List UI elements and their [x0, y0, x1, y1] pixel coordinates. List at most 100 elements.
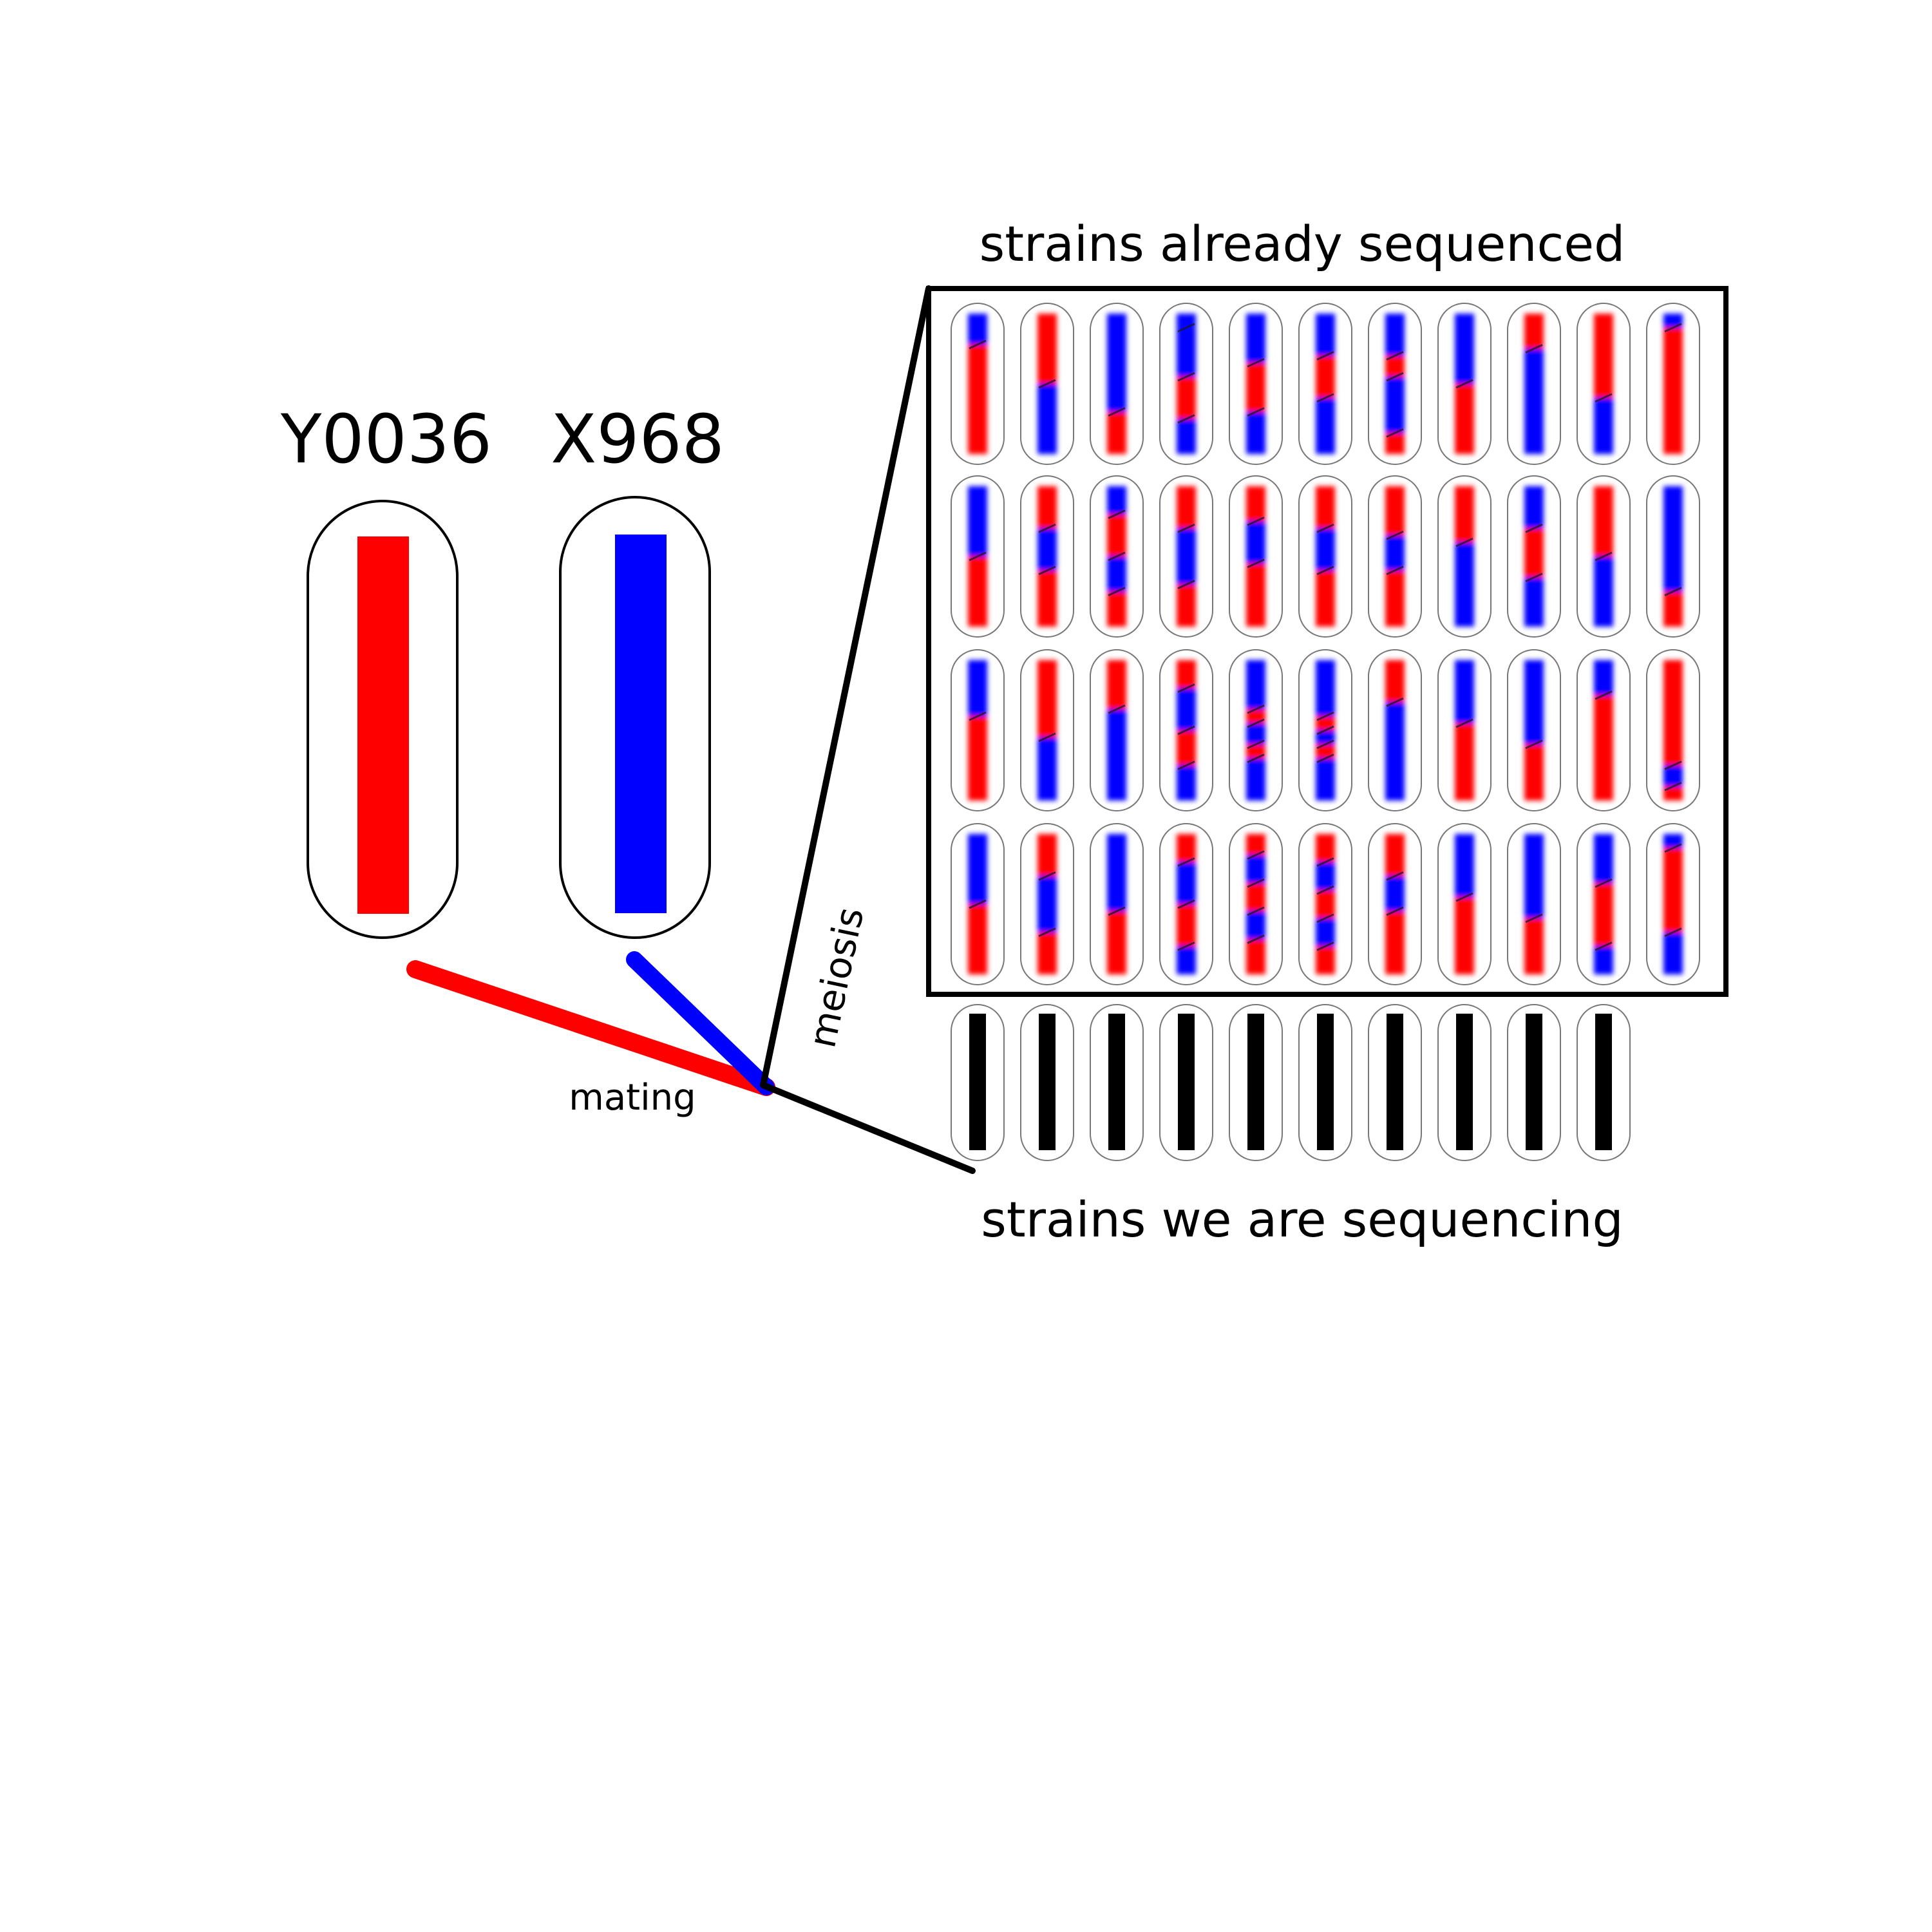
- recombinant-chromosome: [1107, 486, 1126, 627]
- crossover-mark: [1316, 942, 1334, 951]
- crossover-mark: [1455, 718, 1473, 728]
- recombinant-chromosome: [1246, 834, 1265, 974]
- sequenced-strain-cell: [1298, 475, 1352, 638]
- sequenced-strain-cell: [1577, 823, 1631, 985]
- crossover-mark: [1664, 927, 1682, 937]
- crossover-mark: [1247, 357, 1265, 368]
- sequenced-strain-cell: [1646, 303, 1700, 465]
- crossover-mark: [1108, 407, 1126, 417]
- sequenced-strain-cell: [951, 823, 1005, 985]
- sequenced-strain-cell: [1298, 649, 1352, 811]
- sequenced-strain-cell: [1020, 475, 1074, 638]
- already-sequenced-title: strains already sequenced: [980, 215, 1625, 272]
- sequenced-strain-cell: [1229, 475, 1283, 638]
- new-strain-cell: [1368, 1004, 1422, 1161]
- crossover-mark: [1247, 558, 1265, 569]
- sequencing-title: strains we are sequencing: [981, 1191, 1623, 1248]
- recombinant-chromosome: [1524, 834, 1544, 974]
- crossover-mark: [1108, 704, 1126, 714]
- crossover-mark: [1177, 725, 1195, 735]
- recombinant-chromosome: [1037, 486, 1057, 627]
- crossover-mark: [1108, 509, 1126, 519]
- parent-chromosome-red: [357, 536, 409, 914]
- crossover-mark: [1316, 885, 1334, 895]
- crossover-mark: [1247, 516, 1265, 526]
- recombinant-chromosome: [1524, 660, 1544, 800]
- unsequenced-chromosome: [1387, 1014, 1403, 1150]
- crossover-mark: [1038, 565, 1056, 576]
- recombinant-chromosome: [1385, 314, 1405, 454]
- recombinant-chromosome: [1107, 314, 1126, 454]
- sequenced-strain-cell: [1020, 649, 1074, 811]
- recombinant-chromosome: [968, 486, 987, 627]
- sequenced-strain-cell: [1090, 649, 1144, 811]
- sequenced-strain-cell: [1368, 649, 1422, 811]
- recombinant-chromosome: [1594, 660, 1613, 800]
- new-strain-cell: [1577, 1004, 1631, 1161]
- crossover-mark: [1038, 871, 1056, 881]
- recombinant-chromosome: [1385, 660, 1405, 800]
- recombinant-chromosome: [1316, 314, 1335, 454]
- sequenced-strain-cell: [1577, 475, 1631, 638]
- new-strains-row: [951, 1004, 1631, 1161]
- crossover-mark: [1177, 899, 1195, 909]
- crossover-mark: [1316, 565, 1334, 576]
- crossover-mark: [1316, 913, 1334, 923]
- parent-cell-y0036: [307, 500, 459, 939]
- recombinant-chromosome: [1177, 486, 1196, 627]
- recombinant-chromosome: [1663, 660, 1683, 800]
- parent-label-x968: X968: [551, 400, 724, 478]
- sequenced-strain-cell: [1437, 475, 1492, 638]
- sequenced-strain-cell: [1020, 303, 1074, 465]
- recombinant-chromosome: [1385, 486, 1405, 627]
- crossover-mark: [1386, 351, 1404, 361]
- recombinant-chromosome: [968, 834, 987, 974]
- sequenced-strain-cell: [1090, 475, 1144, 638]
- sequenced-strain-cell: [951, 303, 1005, 465]
- sequenced-strain-cell: [1090, 303, 1144, 465]
- crossover-mark: [1455, 379, 1473, 389]
- new-strain-cell: [1507, 1004, 1561, 1161]
- crossover-mark: [969, 899, 987, 909]
- sequenced-strain-cell: [1368, 303, 1422, 465]
- crossover-mark: [1525, 739, 1543, 750]
- recombinant-chromosome: [1594, 834, 1613, 974]
- crossover-mark: [1247, 407, 1265, 417]
- meiosis-line-upper: [760, 285, 932, 1088]
- unsequenced-chromosome: [1247, 1014, 1264, 1150]
- recombinant-chromosome: [1037, 834, 1057, 974]
- recombinant-chromosome: [1594, 486, 1613, 627]
- new-strain-cell: [1437, 1004, 1492, 1161]
- crossover-mark: [1664, 843, 1682, 853]
- crossover-mark: [1455, 537, 1473, 547]
- crossover-mark: [1247, 906, 1265, 916]
- parent-chromosome-blue: [615, 535, 667, 913]
- sequenced-strain-cell: [1229, 649, 1283, 811]
- recombinant-chromosome: [1455, 486, 1474, 627]
- crossover-mark: [1525, 344, 1543, 354]
- sequenced-strain-cell: [1507, 649, 1561, 811]
- crossover-mark: [1177, 683, 1195, 693]
- crossover-mark: [1664, 761, 1682, 770]
- sequenced-strain-cell: [1577, 649, 1631, 811]
- crossover-mark: [1316, 524, 1334, 533]
- crossover-mark: [1177, 761, 1195, 770]
- crossover-mark: [1247, 850, 1265, 860]
- crossover-mark: [1316, 753, 1334, 763]
- crossover-mark: [1316, 739, 1334, 750]
- recombinant-chromosome: [1037, 314, 1057, 454]
- new-strain-cell: [1090, 1004, 1144, 1161]
- crossover-mark: [1386, 906, 1404, 916]
- sequenced-strain-cell: [1437, 649, 1492, 811]
- recombinant-chromosome: [968, 660, 987, 800]
- recombinant-chromosome: [1316, 660, 1335, 800]
- crossover-mark: [1108, 551, 1126, 562]
- new-strain-cell: [951, 1004, 1005, 1161]
- crossover-mark: [1525, 524, 1543, 533]
- crossover-mark: [1595, 393, 1613, 403]
- crossover-mark: [1038, 524, 1056, 533]
- crossover-mark: [1177, 942, 1195, 951]
- crossover-mark: [1316, 725, 1334, 735]
- sequenced-strain-cell: [1368, 475, 1422, 638]
